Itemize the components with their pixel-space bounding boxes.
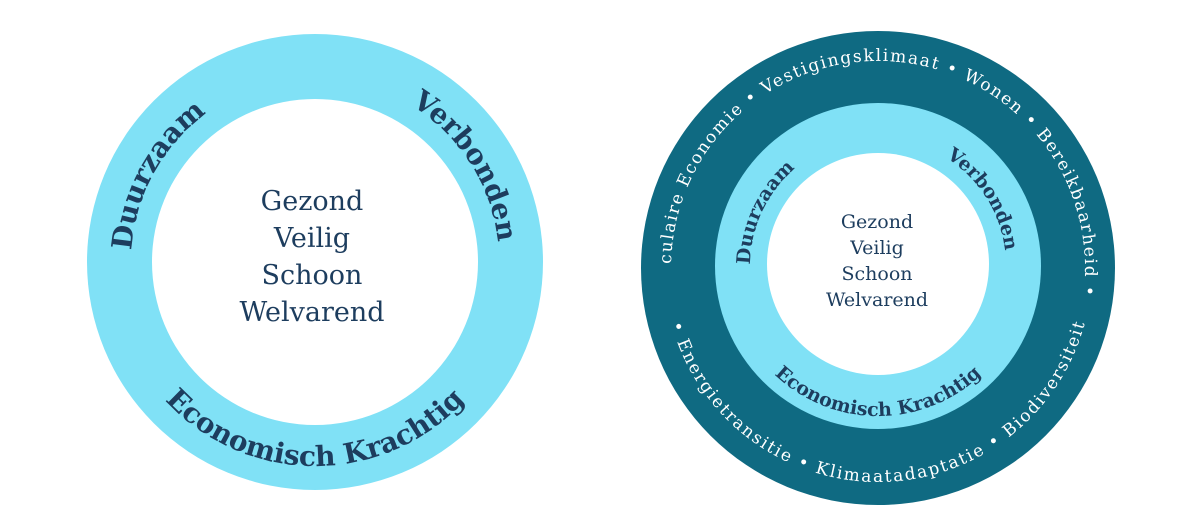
inner-core bbox=[152, 99, 478, 425]
core-value: Welvarend bbox=[826, 289, 928, 311]
core-value: Gezond bbox=[261, 186, 364, 217]
inner-core bbox=[767, 153, 989, 375]
core-values: Gezond Veilig Schoon Welvarend bbox=[239, 186, 384, 328]
core-values: Gezond Veilig Schoon Welvarend bbox=[826, 211, 928, 311]
core-value: Veilig bbox=[849, 237, 904, 259]
core-value: Veilig bbox=[273, 223, 350, 254]
core-value: Schoon bbox=[841, 263, 912, 285]
core-value: Schoon bbox=[262, 260, 363, 291]
core-value: Gezond bbox=[841, 211, 913, 233]
core-value: Welvarend bbox=[239, 297, 384, 328]
left-diagram: Duurzaam Verbonden Economisch Krachtig G… bbox=[87, 34, 543, 490]
